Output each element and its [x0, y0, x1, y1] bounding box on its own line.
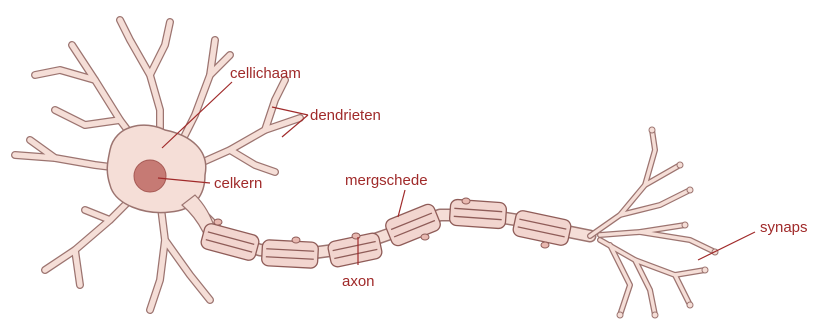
label-cellichaam: cellichaam	[230, 65, 301, 82]
label-mergschede: mergschede	[345, 172, 428, 189]
label-synaps: synaps	[760, 219, 808, 236]
nucleus	[134, 160, 166, 192]
leader-cellichaam	[162, 82, 232, 148]
leader-dendrieten-1	[272, 107, 308, 115]
label-dendrieten: dendrieten	[310, 107, 381, 124]
axon-terminals	[590, 127, 718, 318]
label-celkern: celkern	[214, 175, 262, 192]
label-axon: axon	[342, 273, 375, 290]
